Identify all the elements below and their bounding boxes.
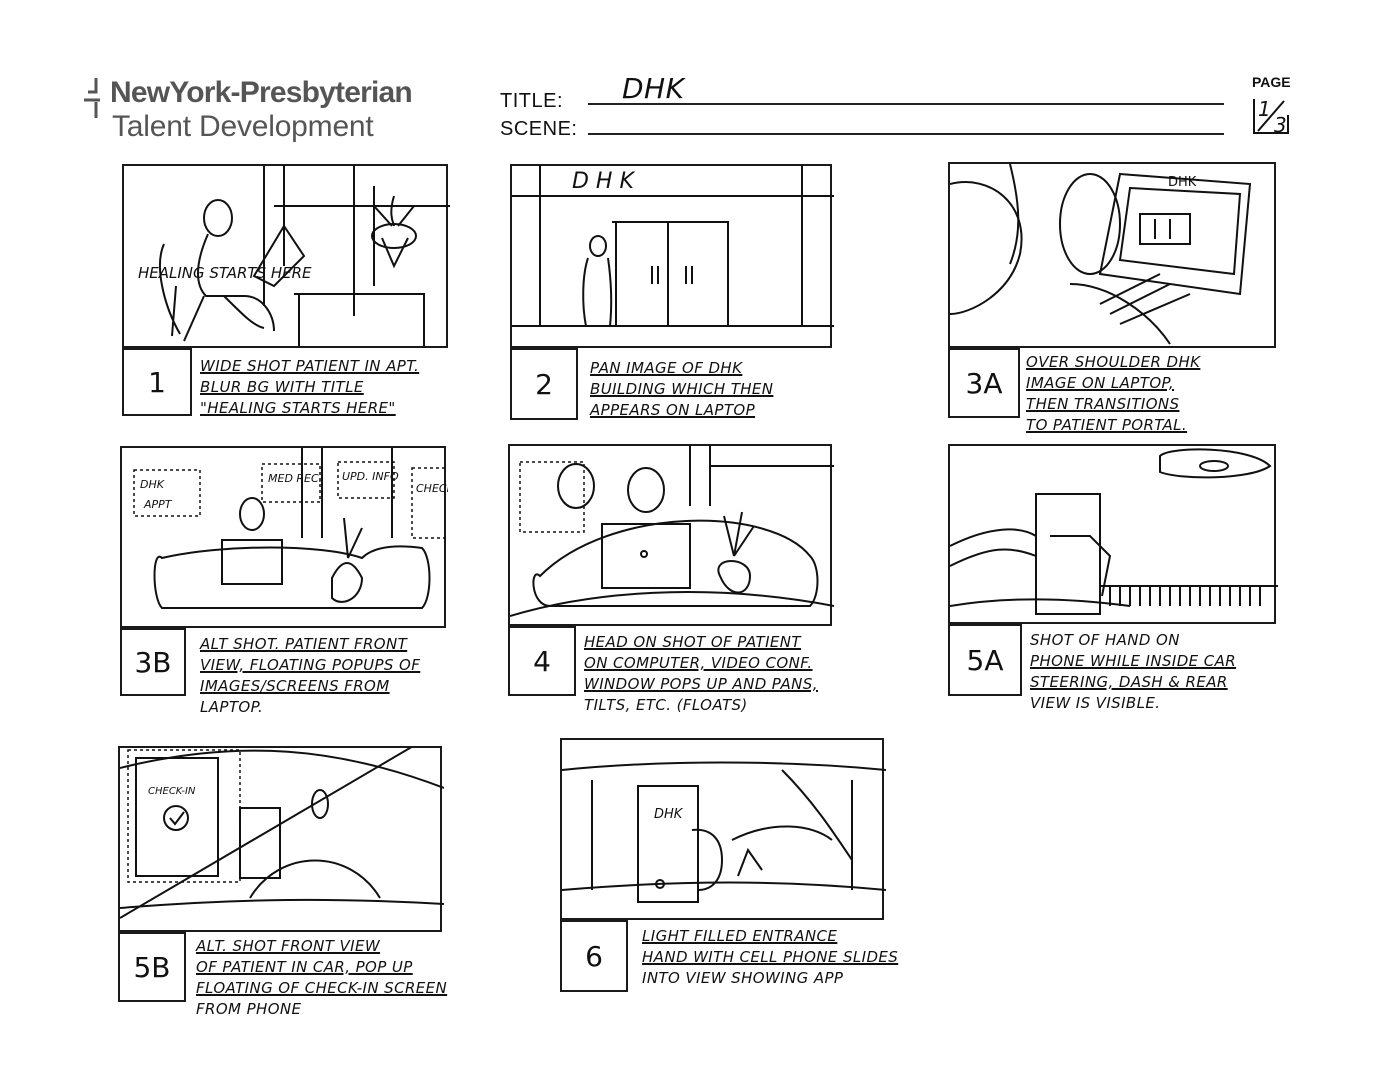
panel-6-art-text: DHK <box>654 807 684 822</box>
panel-2-caption-line: APPEARS ON LAPTOP <box>590 401 756 419</box>
scene-label: SCENE: <box>500 118 578 140</box>
panel-5a-frame <box>948 444 1278 624</box>
popup-check-in: CHECK IN <box>416 482 448 495</box>
panel-1-caption-line: "HEALING STARTS HERE" <box>200 399 396 417</box>
panel-2-number: 2 <box>510 348 578 420</box>
panel-3a-caption: OVER SHOULDER DHK IMAGE ON LAPTOP, THEN … <box>1026 352 1200 436</box>
panel-2-caption-line: BUILDING WHICH THEN <box>590 380 774 398</box>
panel-4-number: 4 <box>508 626 576 696</box>
panel-4-sketch <box>510 446 834 617</box>
title-line <box>588 103 1224 105</box>
panel-3b-caption-line: LAPTOP. <box>200 698 264 716</box>
panel-1-caption: WIDE SHOT PATIENT IN APT. BLUR BG WITH T… <box>200 356 419 419</box>
page-current: 1 <box>1258 97 1272 121</box>
panel-5a-caption: SHOT OF HAND ON PHONE WHILE INSIDE CAR S… <box>1030 630 1236 714</box>
panel-4-frame <box>508 444 834 626</box>
panel-2-sketch: D H K <box>512 166 834 327</box>
page-label: PAGE <box>1252 74 1291 90</box>
panel-2-frame: D H K <box>510 164 834 348</box>
panel-5b-caption: ALT. SHOT FRONT VIEW OF PATIENT IN CAR, … <box>196 936 447 1020</box>
panel-3a-caption-line: OVER SHOULDER DHK <box>1026 353 1201 371</box>
panel-6-caption-line: HAND WITH CELL PHONE SLIDES <box>642 948 899 966</box>
panel-5b-caption-line: ALT. SHOT FRONT VIEW <box>196 937 381 955</box>
panel-4-caption: HEAD ON SHOT OF PATIENT ON COMPUTER, VID… <box>584 632 818 716</box>
panel-6-caption-line: INTO VIEW SHOWING APP <box>642 969 844 987</box>
panel-1-caption-line: WIDE SHOT PATIENT IN APT. <box>200 357 420 375</box>
panel-5a-caption-line: PHONE WHILE INSIDE CAR <box>1030 652 1237 670</box>
panel-5b-caption-line: FLOATING OF CHECK-IN SCREEN <box>196 979 448 997</box>
panel-5b-caption-line: FROM PHONE <box>196 1000 302 1018</box>
panel-3b-frame: DHK APPT MED REC. UPD. INFO CHECK IN <box>120 446 448 628</box>
popup-med-rec: MED REC. <box>268 472 322 485</box>
panel-3a-number: 3A <box>948 348 1020 418</box>
panel-6-caption-line: LIGHT FILLED ENTRANCE <box>642 927 838 945</box>
scene-line <box>588 133 1224 135</box>
org-name: NewYork-Presbyterian <box>110 76 413 109</box>
panel-5a-sketch <box>950 448 1278 615</box>
panel-1-caption-line: BLUR BG WITH TITLE <box>200 378 364 396</box>
panel-5b-caption-line: OF PATIENT IN CAR, POP UP <box>196 958 413 976</box>
panel-1-number: 1 <box>122 348 192 416</box>
panel-6-frame: DHK <box>560 738 886 920</box>
panel-5a-caption-line: STEERING, DASH & REAR <box>1030 673 1228 691</box>
panel-5a-caption-line: SHOT OF HAND ON <box>1030 631 1180 649</box>
panel-5b-art-text: CHECK-IN <box>148 786 196 797</box>
panel-5b-number: 5B <box>118 932 186 1002</box>
panel-3b-caption-line: IMAGES/SCREENS FROM <box>200 677 390 695</box>
org-subtitle: Talent Development <box>112 110 374 143</box>
panel-3b-number: 3B <box>120 628 186 696</box>
panel-1-sketch: HEALING STARTS HERE <box>138 166 450 346</box>
page-indicator: 1 3 <box>1250 95 1292 137</box>
panel-4-caption-line: ON COMPUTER, VIDEO CONF. <box>584 654 813 672</box>
popup-appt: APPT <box>143 498 173 511</box>
page-total: 3 <box>1274 113 1288 137</box>
panel-6-caption: LIGHT FILLED ENTRANCE HAND WITH CELL PHO… <box>642 926 898 989</box>
panel-3b-caption-line: VIEW, FLOATING POPUPS OF <box>200 656 421 674</box>
title-value: DHK <box>622 72 685 105</box>
panel-4-caption-line: WINDOW POPS UP AND PANS, <box>584 675 818 693</box>
panel-6-number: 6 <box>560 920 628 992</box>
panel-4-caption-line: HEAD ON SHOT OF PATIENT <box>584 633 801 651</box>
panel-3a-caption-line: IMAGE ON LAPTOP, <box>1026 374 1175 392</box>
panel-3a-art-text: DHK <box>1168 175 1197 190</box>
panel-4-caption-line: TILTS, ETC. (FLOATS) <box>584 696 748 714</box>
panel-5a-caption-line: VIEW IS VISIBLE. <box>1030 694 1161 712</box>
panel-3a-caption-line: THEN TRANSITIONS <box>1026 395 1180 413</box>
panel-5a-number: 5A <box>948 624 1022 696</box>
popup-upd-info: UPD. INFO <box>342 470 399 483</box>
panel-3a-frame: DHK <box>948 162 1276 348</box>
panel-3a-caption-line: TO PATIENT PORTAL. <box>1026 416 1188 434</box>
panel-3b-caption-line: ALT SHOT. PATIENT FRONT <box>200 635 408 653</box>
panel-6-sketch: DHK <box>562 761 886 903</box>
panel-3a-sketch: DHK <box>950 164 1252 345</box>
panel-1-art-text: HEALING STARTS HERE <box>138 264 312 282</box>
panel-2-art-text: D H K <box>572 169 635 194</box>
panel-3b-sketch: DHK APPT MED REC. UPD. INFO CHECK IN <box>133 448 448 609</box>
panel-1-frame: HEALING STARTS HERE <box>122 164 450 348</box>
popup-dhk: DHK <box>140 478 165 491</box>
panel-5b-frame: CHECK-IN <box>118 746 444 932</box>
panel-2-caption-line: PAN IMAGE OF DHK <box>590 359 743 377</box>
logo-mark-icon <box>84 78 100 118</box>
title-label: TITLE: <box>500 90 564 112</box>
panel-2-caption: PAN IMAGE OF DHK BUILDING WHICH THEN APP… <box>590 358 773 421</box>
panel-5b-sketch: CHECK-IN <box>120 748 444 919</box>
panel-3b-caption: ALT SHOT. PATIENT FRONT VIEW, FLOATING P… <box>200 634 420 718</box>
